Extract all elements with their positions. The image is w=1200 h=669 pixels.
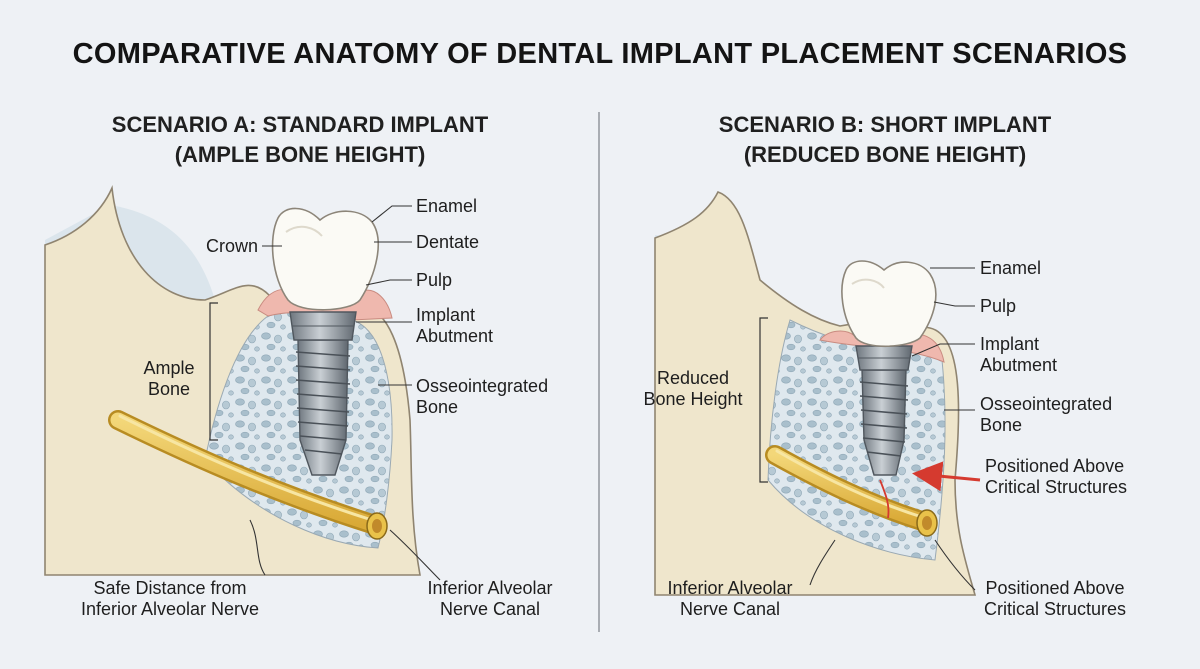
label-b-osseointegrated-bone: Osseointegrated Bone <box>980 394 1113 435</box>
scenario-a-crown <box>271 207 379 311</box>
label-a-crown: Crown <box>205 236 258 256</box>
label-a-pulp: Pulp <box>416 270 453 290</box>
label-a-safe-distance: Safe Distance from Inferior Alveolar Ner… <box>80 578 260 619</box>
scenario-b-crown <box>841 260 937 348</box>
scenario-b-warning-arrow <box>912 461 981 492</box>
label-b-positioned-above: Positioned Above Critical Structures <box>985 456 1128 497</box>
page-title: COMPARATIVE ANATOMY OF DENTAL IMPLANT PL… <box>72 38 1128 70</box>
label-a-ample-bone: Ample Bone <box>143 358 195 399</box>
label-b-positioned-above-bottom: Positioned Above Critical Structures <box>983 578 1127 619</box>
scenario-a-title-line1: SCENARIO A: STANDARD IMPLANT <box>111 112 489 137</box>
scenario-a-implant <box>289 311 357 476</box>
label-a-dentate: Dentate <box>416 232 480 252</box>
panel-divider <box>598 112 600 632</box>
label-b-pulp: Pulp <box>980 296 1017 316</box>
scenario-a-title: SCENARIO A: STANDARD IMPLANT (AMPLE BONE… <box>20 110 580 170</box>
label-a-osseointegrated-bone: Osseointegrated Bone <box>416 376 549 417</box>
scenario-b-implant <box>855 345 913 476</box>
scenario-b-illustration <box>654 191 981 596</box>
label-a-enamel: Enamel <box>416 196 478 216</box>
label-b-enamel: Enamel <box>980 258 1042 278</box>
scenario-b-title-line1: SCENARIO B: SHORT IMPLANT <box>718 112 1052 137</box>
label-b-reduced-bone-height: Reduced Bone Height <box>643 368 743 409</box>
scenario-b-title: SCENARIO B: SHORT IMPLANT (REDUCED BONE … <box>605 110 1165 170</box>
label-a-nerve-canal: Inferior Alveolar Nerve Canal <box>427 578 553 619</box>
label-b-implant-abutment: Implant Abutment <box>980 334 1058 375</box>
label-b-nerve-canal: Inferior Alveolar Nerve Canal <box>667 578 793 619</box>
scenario-a-illustration <box>44 184 441 581</box>
scenario-a-title-line2: (AMPLE BONE HEIGHT) <box>174 142 426 167</box>
scenario-b-title-line2: (REDUCED BONE HEIGHT) <box>743 142 1027 167</box>
label-a-implant-abutment: Implant Abutment <box>416 305 494 346</box>
